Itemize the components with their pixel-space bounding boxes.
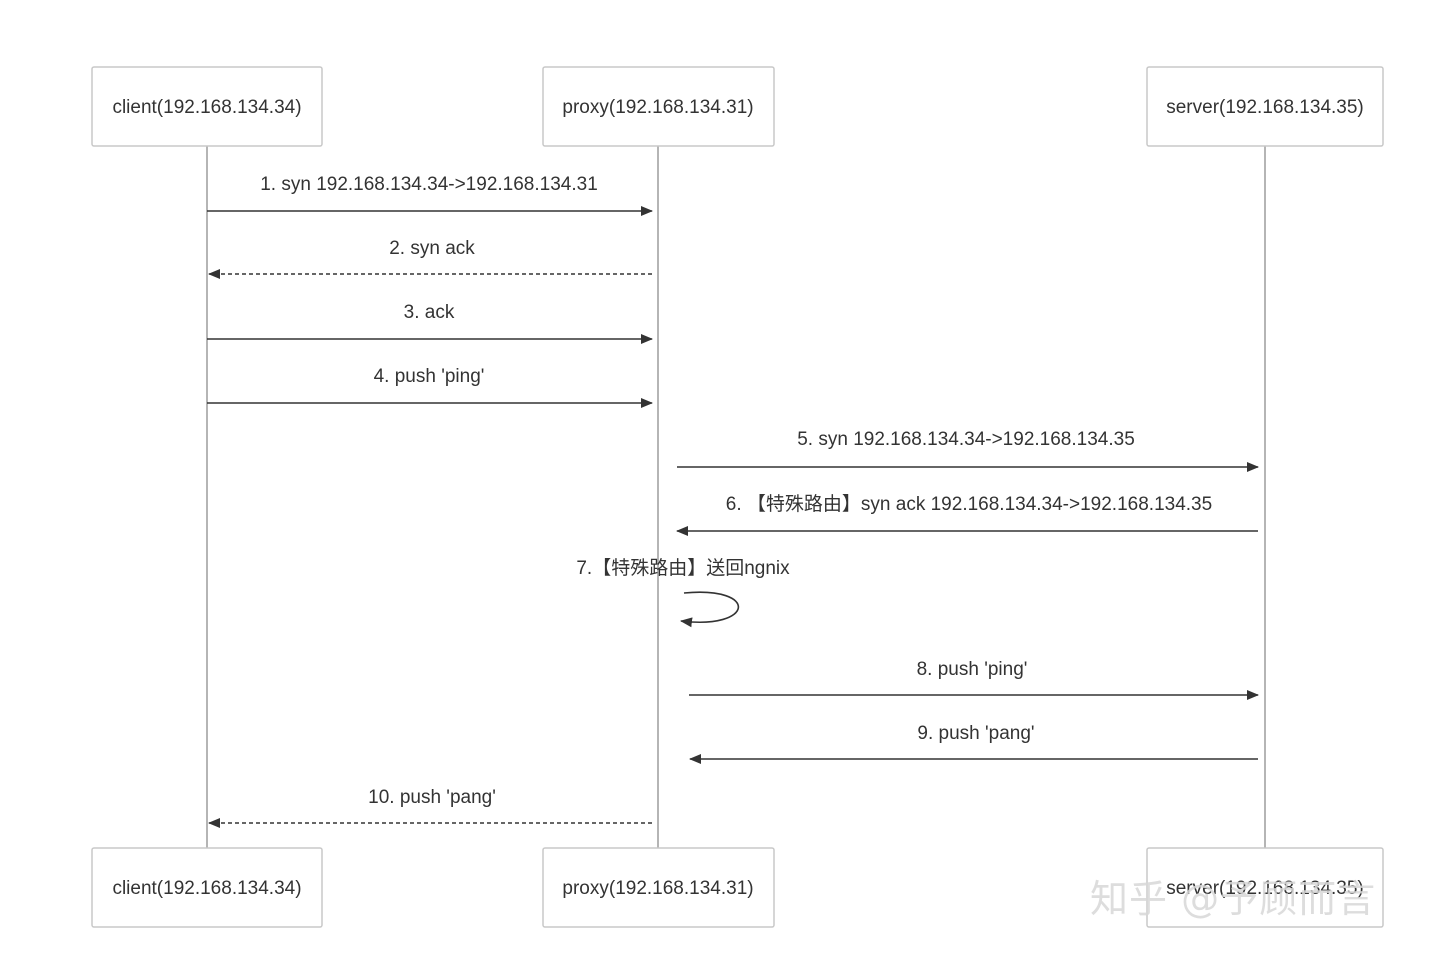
actor-client-bottom: client(192.168.134.34) <box>91 847 323 928</box>
actor-client-bottom-label: client(192.168.134.34) <box>112 878 301 899</box>
actor-proxy-bottom: proxy(192.168.134.31) <box>542 847 775 928</box>
message-8-label: 8. push 'ping' <box>917 659 1028 680</box>
actor-server-bottom: server(192.168.134.35) <box>1146 847 1384 928</box>
actor-client-top: client(192.168.134.34) <box>91 66 323 147</box>
actor-proxy-top-label: proxy(192.168.134.31) <box>562 97 753 118</box>
message-1-label: 1. syn 192.168.134.34->192.168.134.31 <box>260 174 598 195</box>
message-2-label: 2. syn ack <box>389 238 475 259</box>
message-4-label: 4. push 'ping' <box>374 366 485 387</box>
actor-proxy-top: proxy(192.168.134.31) <box>542 66 775 147</box>
actor-server-top: server(192.168.134.35) <box>1146 66 1384 147</box>
message-5-label: 5. syn 192.168.134.34->192.168.134.35 <box>797 429 1135 450</box>
actor-server-top-label: server(192.168.134.35) <box>1166 97 1364 118</box>
message-7-label: 7.【特殊路由】送回ngnix <box>576 557 790 579</box>
watermark-text: 知乎 @予顾而言 <box>1090 877 1377 921</box>
message-3-label: 3. ack <box>404 302 455 323</box>
actor-server-bottom-label: server(192.168.134.35) <box>1166 878 1364 899</box>
message-7-loop-arrow <box>680 591 740 628</box>
message-9-label: 9. push 'pang' <box>917 723 1034 744</box>
message-10-label: 10. push 'pang' <box>368 787 496 808</box>
message-6-label: 6. 【特殊路由】syn ack 192.168.134.34->192.168… <box>726 493 1212 515</box>
actor-client-top-label: client(192.168.134.34) <box>112 97 301 118</box>
actor-proxy-bottom-label: proxy(192.168.134.31) <box>562 878 753 899</box>
